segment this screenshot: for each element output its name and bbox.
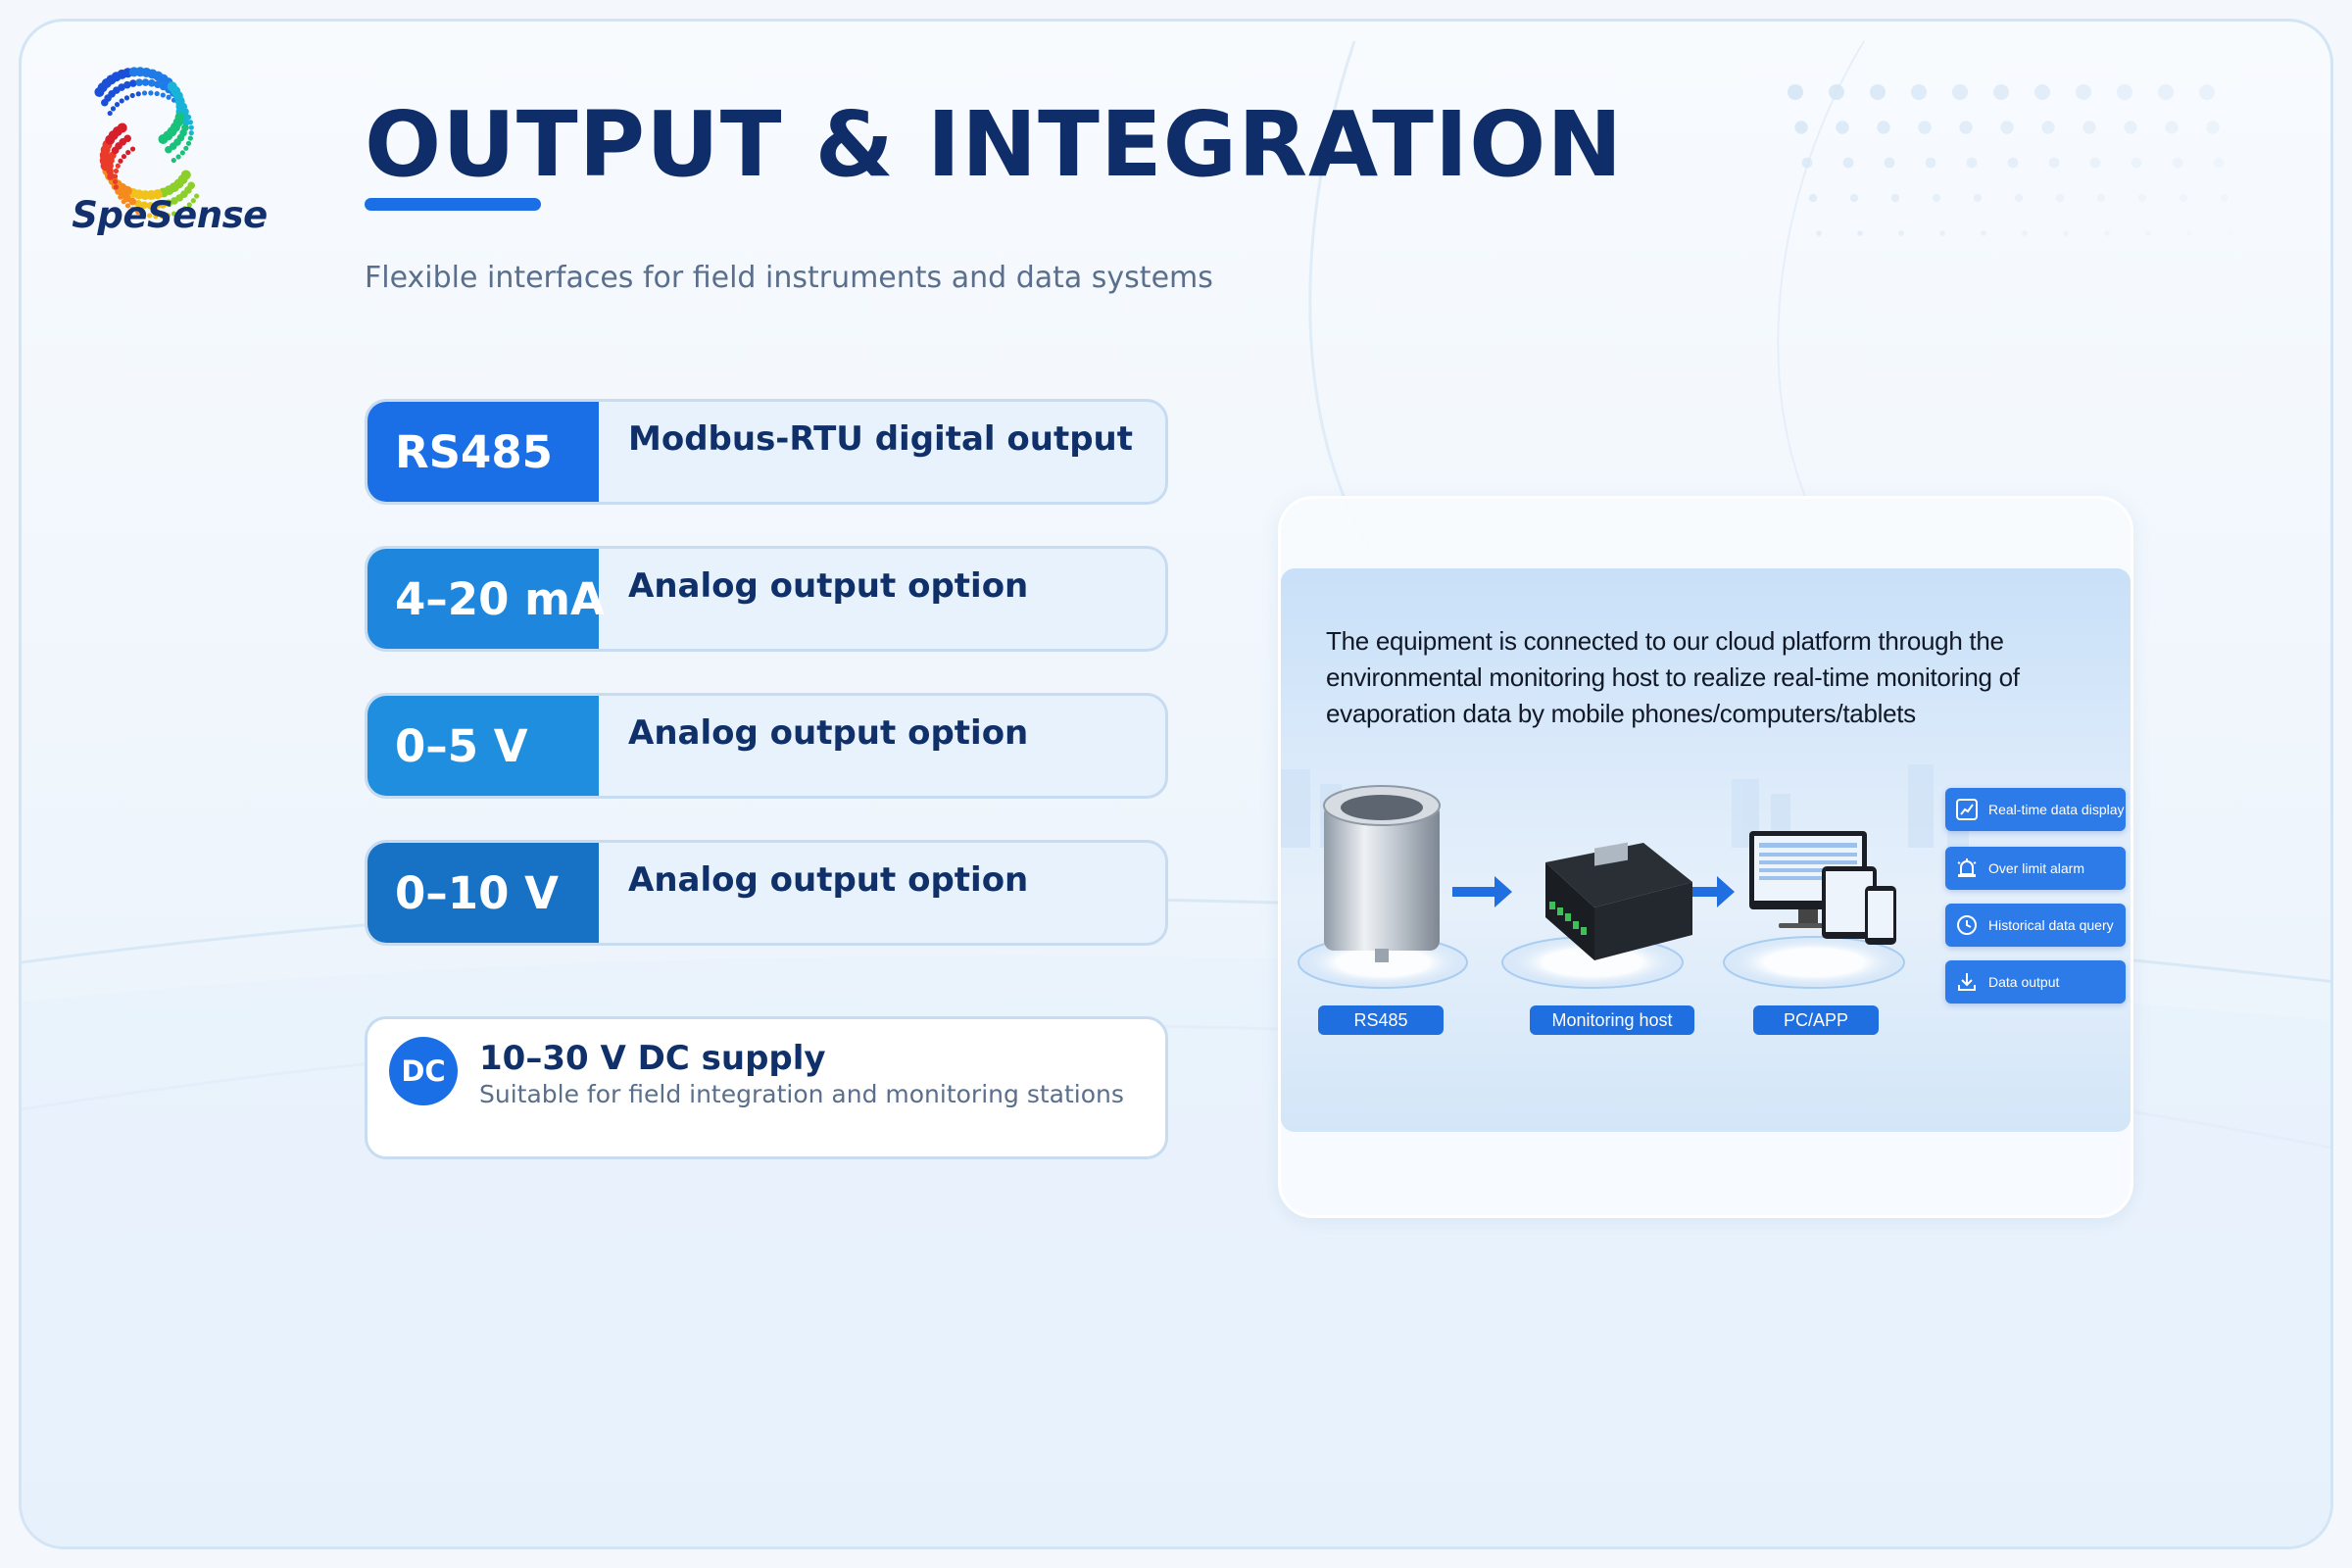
- diagram-caption: The equipment is connected to our cloud …: [1326, 626, 2020, 728]
- output-row-rs485: RS485 Modbus-RTU digital output: [365, 399, 1168, 505]
- page-title: OUTPUT & INTEGRATION: [365, 92, 1624, 197]
- output-tag: 0–10 V: [368, 843, 599, 943]
- stage-label-host: Monitoring host: [1530, 1005, 1694, 1035]
- spesense-logo: [94, 67, 200, 220]
- feature-history-query: Historical data query: [1945, 904, 2126, 947]
- chart-icon: [1953, 796, 1981, 823]
- diagram-artwork: [1281, 764, 1969, 989]
- power-title: 10–30 V DC supply: [479, 1039, 826, 1078]
- feature-label: Data output: [1988, 974, 2060, 990]
- output-description: Modbus-RTU digital output: [628, 419, 1133, 459]
- output-tag: 0–5 V: [368, 696, 599, 796]
- output-row-4-20ma: 4–20 mA Analog output option: [365, 546, 1168, 652]
- alarm-icon: [1953, 855, 1981, 882]
- logo-wordmark: SpeSense: [72, 194, 268, 236]
- title-underline: [365, 198, 541, 211]
- history-icon: [1953, 911, 1981, 939]
- feature-realtime-display: Real-time data display: [1945, 788, 2126, 831]
- output-description: Analog output option: [628, 566, 1029, 606]
- output-tag: 4–20 mA: [368, 549, 605, 649]
- integration-diagram-panel: The equipment is connected to our cloud …: [1278, 496, 2133, 1218]
- feature-label: Historical data query: [1988, 917, 2114, 933]
- dc-badge-icon: DC: [389, 1037, 458, 1105]
- feature-label: Real-time data display: [1988, 802, 2125, 817]
- power-supply-card: DC 10–30 V DC supply Suitable for field …: [365, 1016, 1168, 1159]
- integration-diagram: The equipment is connected to our cloud …: [1281, 568, 2131, 1132]
- slide: SpeSense OUTPUT & INTEGRATION Flexible i…: [19, 19, 2333, 1549]
- output-description: Analog output option: [628, 860, 1029, 900]
- feature-over-limit-alarm: Over limit alarm: [1945, 847, 2126, 890]
- stage-label-sensor: RS485: [1318, 1005, 1444, 1035]
- output-row-0-5v: 0–5 V Analog output option: [365, 693, 1168, 799]
- page-subtitle: Flexible interfaces for field instrument…: [365, 261, 1213, 295]
- stage-label-pcapp: PC/APP: [1753, 1005, 1879, 1035]
- feature-data-output: Data output: [1945, 960, 2126, 1004]
- output-description: Analog output option: [628, 713, 1029, 753]
- download-icon: [1953, 968, 1981, 996]
- power-subtitle: Suitable for field integration and monit…: [479, 1080, 1124, 1108]
- output-row-0-10v: 0–10 V Analog output option: [365, 840, 1168, 946]
- feature-label: Over limit alarm: [1988, 860, 2085, 876]
- output-tag: RS485: [368, 402, 599, 502]
